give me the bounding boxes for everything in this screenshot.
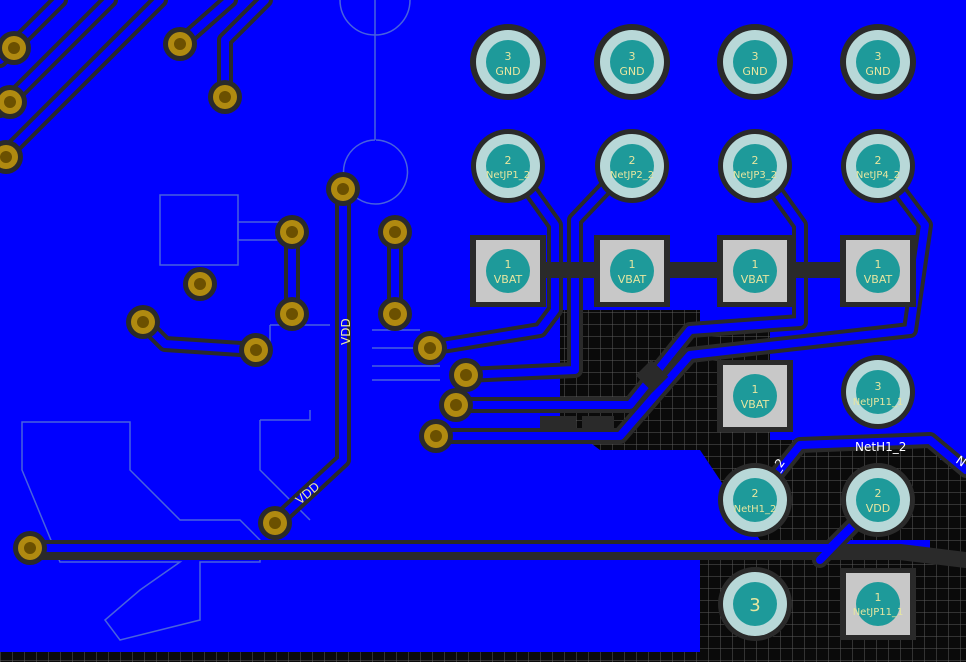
hatched-void-regions: [0, 310, 966, 662]
neth1-pad[interactable]: 2 NetH1_2: [718, 463, 792, 537]
vbat-pad-4[interactable]: 1 VBAT: [840, 235, 916, 307]
pad-net-label: VBAT: [494, 273, 523, 286]
traces: [0, 0, 966, 568]
via[interactable]: [183, 267, 217, 301]
vdd-vertical-label: VDD: [339, 318, 353, 345]
pad-net-label: NetJP3_2: [733, 170, 777, 181]
pad-number: 1: [752, 258, 759, 271]
pad-net-label: VBAT: [864, 273, 893, 286]
pad-net-label: VDD: [866, 502, 890, 515]
via[interactable]: [258, 506, 292, 540]
pad-net-label: NetH1_2: [734, 504, 777, 515]
pad-number: 2: [875, 154, 882, 167]
via[interactable]: [126, 305, 160, 339]
via[interactable]: [208, 80, 242, 114]
pad-net-label: NetJP4_2: [856, 170, 900, 181]
pad-net-label: NetJP11_1: [853, 397, 904, 408]
vdd-pad[interactable]: 2 VDD: [841, 463, 915, 537]
pad-net-label: GND: [495, 65, 520, 78]
pad-number: 1: [875, 258, 882, 271]
netjp11-1-pad[interactable]: 1 NetJP11_1: [840, 568, 916, 640]
gnd-pad-row[interactable]: 3 GND 3 GND 3 GND 3 GND: [470, 24, 916, 100]
pad-net-label: VBAT: [741, 273, 770, 286]
pad-number: 1: [752, 383, 759, 396]
vbat-pad-1[interactable]: 1 VBAT: [470, 235, 546, 307]
gnd-pad-1[interactable]: 3 GND: [470, 24, 546, 100]
pad-number: 1: [875, 591, 882, 604]
smd-pads-small: [540, 359, 669, 430]
pad-number: 2: [752, 154, 759, 167]
via[interactable]: [0, 140, 23, 174]
pad-number: 2: [875, 487, 882, 500]
pad-net-label: GND: [742, 65, 767, 78]
via[interactable]: [163, 27, 197, 61]
via[interactable]: [239, 333, 273, 367]
netjp-pad-row[interactable]: 2 NetJP1_2 2 NetJP2_2 2 NetJP3_2 2 NetJP…: [471, 129, 915, 203]
via[interactable]: [13, 531, 47, 565]
pad-net-label: NetJP1_2: [486, 170, 530, 181]
vbat-pad-row[interactable]: 1 VBAT 1 VBAT 1 VBAT 1 VBAT 1 VBAT: [470, 235, 916, 432]
netjp1-pad[interactable]: 2 NetJP1_2: [471, 129, 545, 203]
via[interactable]: [326, 172, 360, 206]
via[interactable]: [0, 85, 27, 119]
netjp4-pad[interactable]: 2 NetJP4_2: [841, 129, 915, 203]
pad-number: 3: [629, 50, 636, 63]
pad-number: 3: [875, 380, 882, 393]
via[interactable]: [439, 388, 473, 422]
gnd-pad-2[interactable]: 3 GND: [594, 24, 670, 100]
vbat-pad-3[interactable]: 1 VBAT: [717, 235, 793, 307]
pad-number: 1: [505, 258, 512, 271]
pad-number: 3: [749, 595, 760, 616]
via[interactable]: [419, 419, 453, 453]
via[interactable]: [378, 297, 412, 331]
pad-net-label: NetJP11_1: [853, 607, 904, 618]
vias[interactable]: [0, 27, 483, 565]
netjp2-pad[interactable]: 2 NetJP2_2: [595, 129, 669, 203]
netjp3-pad[interactable]: 2 NetJP3_2: [718, 129, 792, 203]
pad-number: 2: [752, 487, 759, 500]
via[interactable]: [275, 215, 309, 249]
netjp11-3-pad[interactable]: 3 NetJP11_1: [841, 355, 915, 429]
pad-net-label: NetJP2_2: [610, 170, 654, 181]
pad-number: 2: [505, 154, 512, 167]
via[interactable]: [378, 215, 412, 249]
pad-3-bare[interactable]: 3: [718, 567, 792, 641]
via[interactable]: [413, 331, 447, 365]
via[interactable]: [0, 31, 31, 65]
via[interactable]: [449, 358, 483, 392]
gnd-pad-3[interactable]: 3 GND: [717, 24, 793, 100]
pad-net-label: VBAT: [618, 273, 647, 286]
via[interactable]: [275, 297, 309, 331]
pad-number: 1: [629, 258, 636, 271]
gnd-pad-4[interactable]: 3 GND: [840, 24, 916, 100]
pad-net-label: GND: [865, 65, 890, 78]
neth1-horizontal-label: NetH1_2: [855, 440, 906, 454]
pad-number: 3: [752, 50, 759, 63]
pad-number: 2: [629, 154, 636, 167]
pad-number: 3: [505, 50, 512, 63]
pad-number: 3: [875, 50, 882, 63]
pad-net-label: VBAT: [741, 398, 770, 411]
vbat-pad-5[interactable]: 1 VBAT: [717, 360, 793, 432]
vbat-pad-2[interactable]: 1 VBAT: [594, 235, 670, 307]
pad-net-label: GND: [619, 65, 644, 78]
